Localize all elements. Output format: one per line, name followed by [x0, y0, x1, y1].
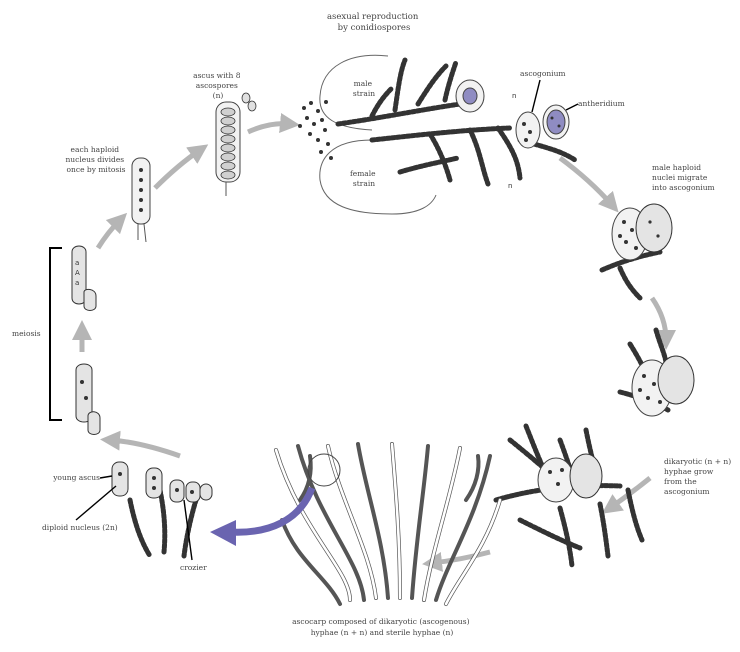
male-nuclei-migrate-label: male haploid nuclei migrate into ascogon…	[652, 163, 715, 192]
mitosis-stage: each haploid nucleus divides once by mit…	[65, 145, 150, 242]
ascus-with-ascospores-stage: ascus with 8 ascospores (n)	[193, 71, 256, 196]
svg-text:a: a	[75, 279, 79, 287]
male-strain-label: male strain	[353, 79, 375, 98]
nuclei-migration-stage: male haploid nuclei migrate into ascogon…	[602, 163, 715, 298]
antheridium-label: antheridium	[578, 99, 625, 108]
svg-text:A: A	[75, 269, 80, 277]
cycle-arrow-ascus-to-meiosis	[110, 440, 180, 456]
ascocarp-label: ascocarp composed of dikaryotic (ascogen…	[292, 617, 472, 637]
each-haploid-nucleus-label: each haploid nucleus divides once by mit…	[65, 145, 126, 174]
conidiospores	[298, 100, 333, 160]
young-ascus-label: young ascus	[52, 473, 100, 482]
ascocarp: ascocarp composed of dikaryotic (ascogen…	[276, 444, 500, 637]
ascogonium-antheridium: ascogonium antheridium	[516, 69, 625, 160]
diploid-nucleus-label: diploid nucleus (2n)	[42, 523, 118, 532]
cycle-arrow-ascus-to-conidia	[248, 124, 290, 132]
crozier-label: crozier	[180, 563, 207, 572]
cycle-arrow-hyphae-to-ascocarp	[432, 552, 490, 563]
strain-marker-n-lower: n	[508, 182, 512, 190]
crozier-stage: young ascus diploid nucleus (2n) crozier	[42, 462, 212, 572]
ascus-with-ascospores-label: ascus with 8 ascospores (n)	[193, 71, 243, 100]
asexual-reproduction-stage: asexual reproduction by conidiospores ma…	[298, 12, 520, 214]
ascogonium-label: ascogonium	[520, 69, 566, 78]
dikaryotic-hyphae-label: dikaryotic (n + n) hyphae grow from the …	[664, 457, 734, 496]
svg-text:a: a	[75, 259, 79, 267]
female-strain-label: female strain	[350, 169, 378, 188]
cycle-arrow-mitosis-to-ascus	[155, 150, 200, 188]
meiosis-bracket	[50, 248, 62, 420]
dikaryon-stage	[620, 330, 694, 416]
dikaryotic-hyphae-stage: dikaryotic (n + n) hyphae grow from the …	[496, 426, 734, 566]
asexual-reproduction-label: asexual reproduction by conidiospores	[327, 12, 421, 33]
strain-marker-n-upper: n	[512, 92, 516, 100]
cycle-arrow-meiosis-to-mitosis	[98, 220, 120, 248]
meiosis-stage: meiosis a A a	[12, 246, 100, 435]
cycle-arrow-strains-to-migration	[560, 158, 612, 205]
meiosis-label: meiosis	[12, 329, 41, 338]
